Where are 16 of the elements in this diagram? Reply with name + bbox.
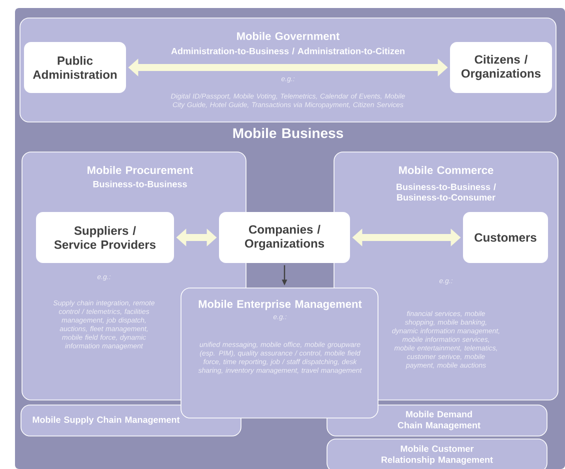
box-label: Suppliers / Service Providers <box>54 226 156 249</box>
box-label: Public Administration <box>32 56 117 79</box>
band-label: Mobile Supply Chain Management <box>32 416 180 425</box>
panel-subtitle: Business-to-Business / Business-to-Consumer <box>396 183 496 201</box>
panel-title: Mobile Enterprise Management <box>198 300 362 310</box>
panel-subtitle: Administration-to-Business / Administration-to-Citizen <box>171 48 404 54</box>
panel-title: Mobile Procurement <box>88 166 194 174</box>
box-label: Companies / Organizations <box>244 224 324 250</box>
band-label: Mobile Customer Relationship Management <box>382 445 493 465</box>
box-label: Customers <box>474 233 536 242</box>
box-label: Citizens / Organizations <box>461 54 541 80</box>
panel-subtitle: Business-to-Business <box>93 180 187 188</box>
band-label: Mobile Demand Chain Management <box>398 410 480 430</box>
panel-title: Mobile Government <box>237 32 340 40</box>
panel-title: Mobile Commerce <box>399 166 494 174</box>
section-heading: Mobile Business <box>233 128 344 138</box>
